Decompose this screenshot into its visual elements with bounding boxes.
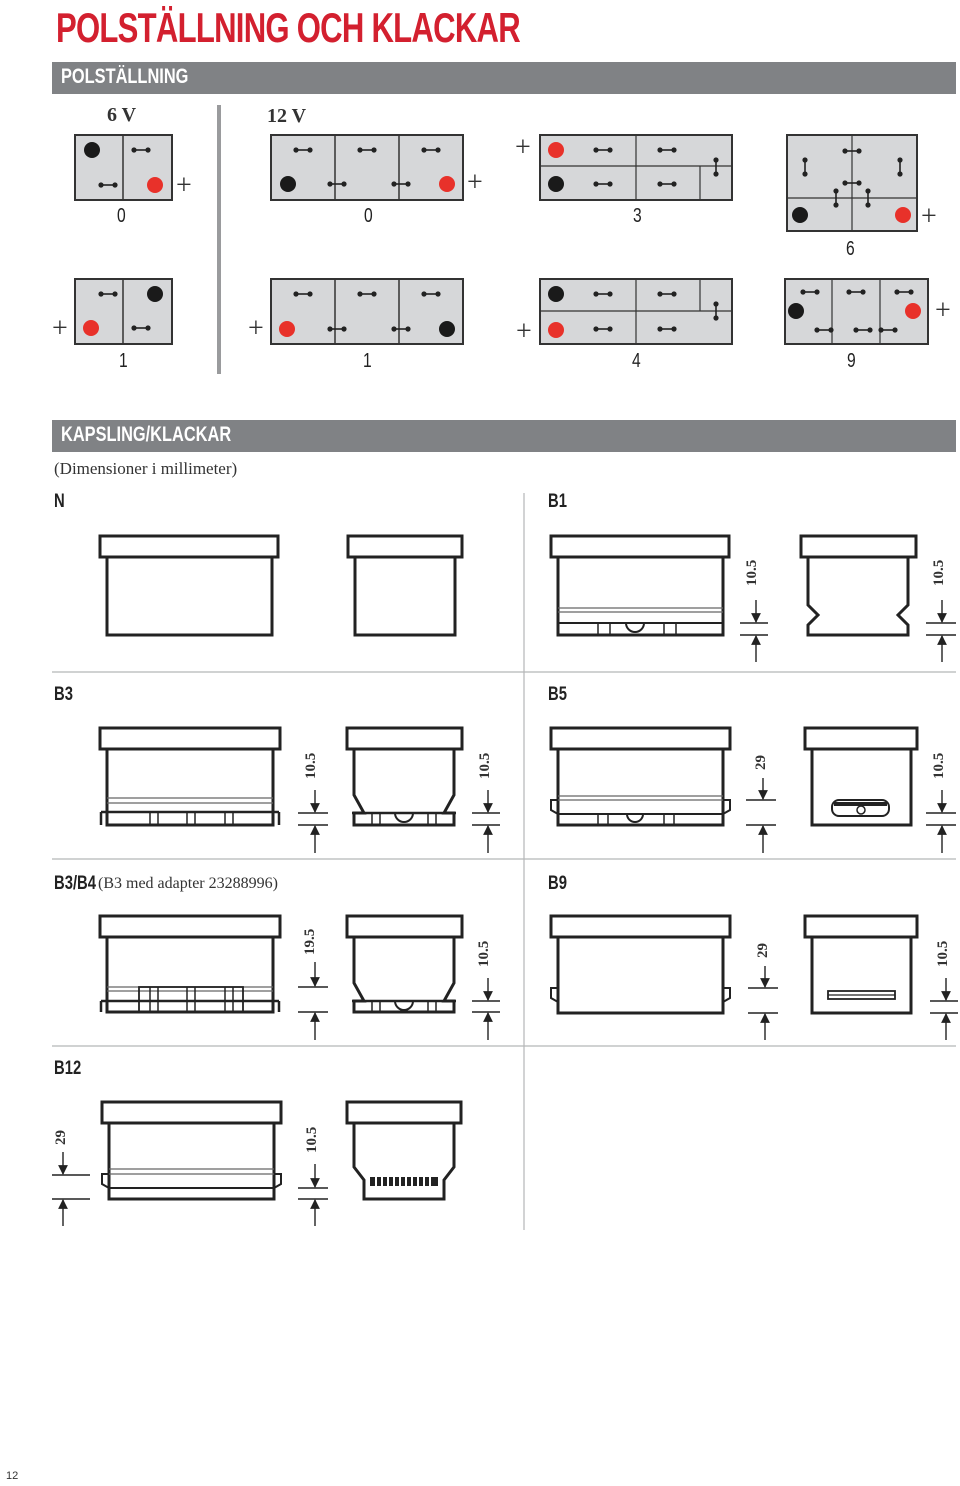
negative-terminal-icon [548, 286, 564, 302]
dimension-value: 19.5 [302, 928, 318, 955]
battery-6v-code-1 [74, 278, 173, 345]
units-note: (Dimensioner i millimeter) [54, 459, 238, 478]
battery-12v-code-4 [539, 278, 733, 345]
positive-terminal-icon [548, 142, 564, 158]
polarity-code: 6 [846, 238, 855, 260]
plus-sign: + [52, 313, 68, 344]
negative-terminal-icon [548, 176, 564, 192]
positive-terminal-icon [83, 320, 99, 336]
section-bar-housing: KAPSLING/KLACKAR [52, 420, 956, 452]
negative-terminal-icon [280, 176, 296, 192]
dimension-value: 10.5 [931, 559, 947, 586]
section-label-b9: B9 [548, 873, 567, 894]
negative-terminal-icon [147, 286, 163, 302]
section-note-b3b4: (B3 med adapter 23288996) [98, 875, 278, 892]
section-bar-polarity: POLSTÄLLNING [52, 62, 956, 94]
battery-6v-code-0 [74, 134, 173, 201]
housing-n-end [346, 534, 464, 637]
positive-terminal-icon [147, 177, 163, 193]
polarity-code: 1 [119, 350, 128, 372]
housing-b5-end [803, 726, 919, 827]
plus-sign: + [516, 316, 532, 347]
housing-b3-side [98, 726, 282, 827]
section-label-b12: B12 [54, 1058, 82, 1079]
dimension-value: 10.5 [744, 559, 760, 586]
dimension-markers [52, 600, 958, 1226]
plus-sign: + [248, 313, 264, 344]
section-label-n: N [54, 491, 65, 512]
page-number: 12 [6, 1470, 19, 1482]
section-label-b3b4: B3/B4 [54, 873, 97, 894]
housing-b3b4-side [98, 914, 282, 1014]
voltage-label-6v: 6 V [107, 104, 137, 126]
polarity-code: 3 [633, 205, 642, 227]
positive-terminal-icon [279, 321, 295, 337]
negative-terminal-icon [792, 207, 808, 223]
section-label-b1: B1 [548, 491, 567, 512]
positive-terminal-icon [905, 303, 921, 319]
housing-b12-end [345, 1100, 463, 1201]
housing-b5-side [549, 726, 732, 827]
housing-b1-side [549, 534, 731, 637]
dimension-value: 10.5 [304, 1126, 320, 1153]
housing-b12-side [100, 1100, 283, 1201]
dimension-value: 29 [755, 943, 771, 958]
plus-sign: + [921, 201, 937, 232]
b12-vent-slots [370, 1177, 438, 1186]
housing-b9-end [803, 914, 919, 1015]
dimension-value: 10.5 [935, 940, 951, 967]
housing-b1-end [799, 534, 918, 637]
grid-lines [52, 493, 956, 1230]
plus-sign: + [935, 295, 951, 326]
positive-terminal-icon [439, 176, 455, 192]
housing-b9-side [549, 914, 732, 1015]
polarity-code: 9 [847, 350, 856, 372]
section-label-b3: B3 [54, 684, 73, 705]
negative-terminal-icon [788, 303, 804, 319]
negative-terminal-icon [84, 142, 100, 158]
dimension-value: 10.5 [303, 752, 319, 779]
plus-sign: + [467, 167, 483, 198]
section-label-b5: B5 [548, 684, 567, 705]
voltage-label-12v: 12 V [267, 105, 307, 127]
positive-terminal-icon [895, 207, 911, 223]
polarity-code: 1 [363, 350, 372, 372]
dimension-value: 10.5 [476, 940, 492, 967]
polarity-code: 0 [117, 205, 126, 227]
positive-terminal-icon [548, 322, 564, 338]
dimension-value: 10.5 [477, 752, 493, 779]
dimension-value: 29 [753, 755, 769, 770]
plus-sign: + [515, 132, 531, 163]
dimension-value: 29 [53, 1130, 69, 1145]
page-title: POLSTÄLLNING OCH KLACKAR [56, 4, 521, 51]
battery-12v-code-0 [270, 134, 464, 201]
housing-n-side [98, 534, 280, 637]
battery-12v-code-3 [539, 134, 733, 201]
polarity-code: 4 [632, 350, 641, 372]
section-heading-polarity: POLSTÄLLNING [61, 65, 189, 88]
dimension-value: 10.5 [931, 752, 947, 779]
battery-12v-code-9 [784, 278, 929, 345]
negative-terminal-icon [439, 321, 455, 337]
housing-b3b4-end [345, 914, 464, 1014]
section-heading-housing: KAPSLING/KLACKAR [61, 423, 232, 446]
polarity-code: 0 [364, 205, 373, 227]
housing-b3-end [345, 726, 464, 827]
plus-sign: + [176, 170, 192, 201]
battery-12v-code-1 [270, 278, 464, 345]
battery-12v-code-6 [786, 134, 918, 232]
